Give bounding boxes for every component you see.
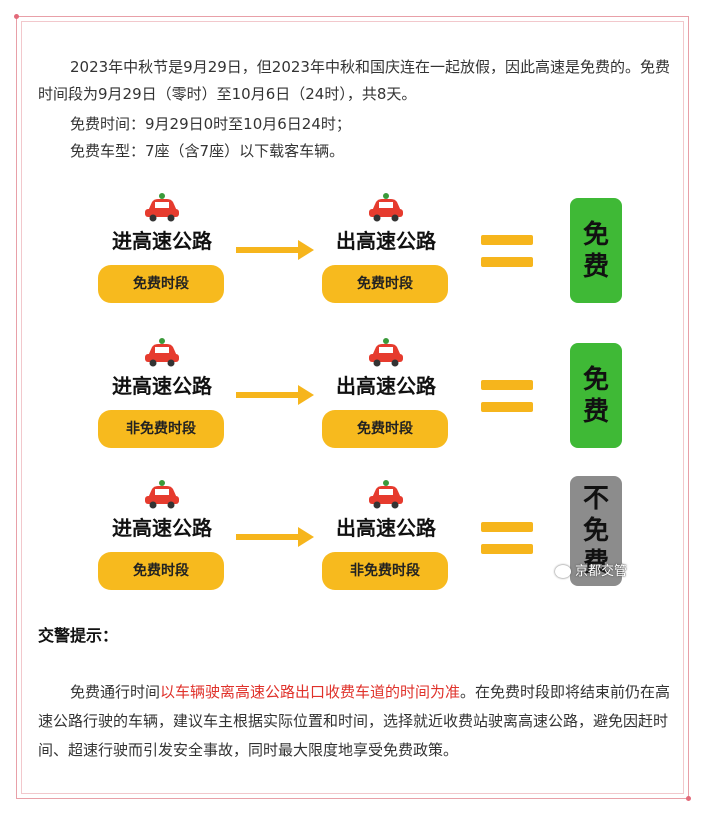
car-icon	[145, 338, 179, 367]
entry-highway-label: 进高速公路	[112, 516, 212, 540]
result-free-badge: 免费	[570, 343, 622, 448]
corner-dot-br	[686, 796, 691, 801]
free-time-line: 免费时间：9月29日0时至10月6日24时；	[70, 115, 351, 133]
exit-period-pill: 免费时段	[322, 265, 448, 303]
tips-highlight: 以车辆驶离高速公路出口收费车道的时间为准	[160, 683, 461, 701]
tips-text-pre: 免费通行时间	[70, 683, 161, 701]
result-free-badge: 免费	[570, 198, 622, 303]
inner-border	[21, 21, 684, 794]
exit-period-pill: 非免费时段	[322, 552, 448, 590]
car-icon	[369, 480, 403, 509]
intro-paragraph: 2023年中秋节是9月29日，但2023年中秋和国庆连在一起放假，因此高速是免费…	[38, 58, 670, 103]
car-icon	[145, 193, 179, 222]
entry-highway-label: 进高速公路	[112, 229, 212, 253]
exit-period-pill: 免费时段	[322, 410, 448, 448]
arrow-right-icon	[236, 385, 314, 405]
tips-text-post: 。在免费时段即将结束前仍在高速公路行驶的车辆，建议车主根据实际位置和时间，选择就…	[38, 683, 671, 759]
car-icon	[369, 338, 403, 367]
tips-title: 交警提示：	[38, 626, 119, 645]
outer-border	[16, 16, 689, 799]
equals-icon	[481, 376, 533, 416]
entry-period-pill: 免费时段	[98, 552, 224, 590]
entry-period-pill: 免费时段	[98, 265, 224, 303]
result-not-free-badge: 不免费	[570, 476, 622, 586]
exit-highway-label: 出高速公路	[336, 229, 436, 253]
diagram-row: 进高速公路 免费时段 出高速公路 非免费时段 不免费	[86, 476, 646, 605]
free-vehicle-line: 免费车型：7座（含7座）以下载客车辆。	[70, 142, 345, 160]
corner-dot-tl	[14, 14, 19, 19]
arrow-right-icon	[236, 240, 314, 260]
entry-highway-label: 进高速公路	[112, 374, 212, 398]
exit-highway-label: 出高速公路	[336, 374, 436, 398]
car-icon	[369, 193, 403, 222]
equals-icon	[481, 518, 533, 558]
car-icon	[145, 480, 179, 509]
toll-rule-diagram: 进高速公路 免费时段 出高速公路 免费时段 免费 进高速公路 非免费时段 出高速…	[86, 188, 646, 593]
equals-icon	[481, 231, 533, 271]
diagram-row: 进高速公路 非免费时段 出高速公路 免费时段 免费	[86, 338, 646, 463]
watermark: 京都交管	[555, 560, 627, 579]
entry-period-pill: 非免费时段	[98, 410, 224, 448]
arrow-right-icon	[236, 527, 314, 547]
tips-paragraph: 免费通行时间以车辆驶离高速公路出口收费车道的时间为准。在免费时段即将结束前仍在高…	[38, 678, 672, 765]
diagram-row: 进高速公路 免费时段 出高速公路 免费时段 免费	[86, 193, 646, 318]
wechat-icon	[555, 565, 571, 578]
exit-highway-label: 出高速公路	[336, 516, 436, 540]
